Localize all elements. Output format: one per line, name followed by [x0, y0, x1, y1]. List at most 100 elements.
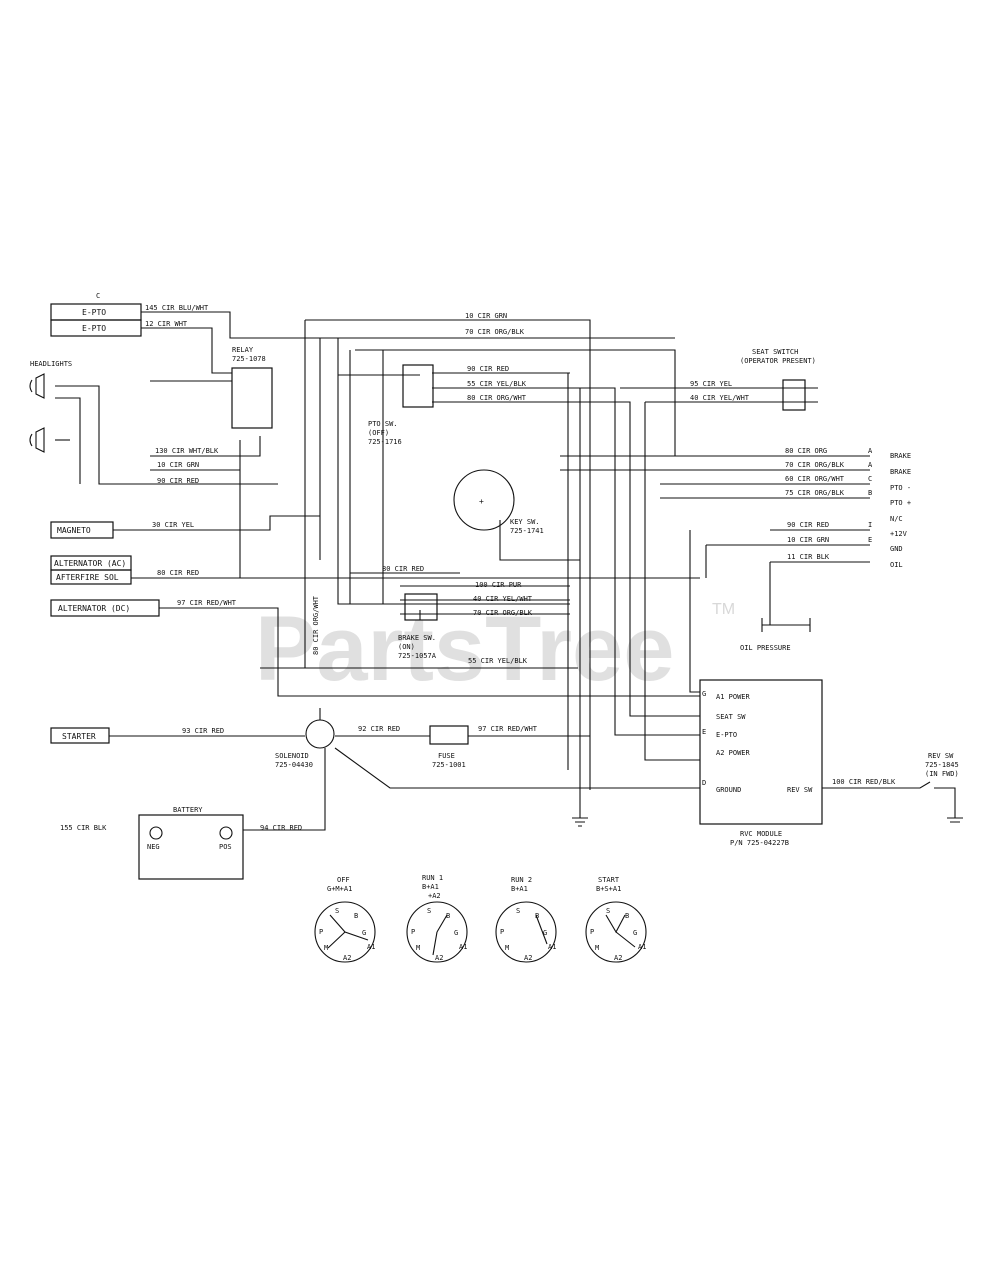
module-a2-power: A2 POWER: [716, 749, 751, 757]
key-pos-combo-run1: B+A1: [422, 883, 439, 891]
svg-text:A1: A1: [638, 943, 646, 951]
wire-label-80: 80 CIR ORG/WHT: [467, 394, 527, 402]
right-label-3: PTO +: [890, 499, 911, 507]
brake-switch-box: [404, 593, 438, 621]
right-wire-label-75: 75 CIR ORG/BLK: [785, 489, 845, 497]
module-pin-a-power: A1 POWER: [716, 693, 751, 701]
key-position-run2: RUN 2 B+A1 S B P G M A1 A2: [495, 876, 557, 963]
wire-label-10: 10 CIR GRN: [465, 312, 507, 320]
wire-label-97: 97 CIR RED/WHT: [177, 599, 237, 607]
pto-switch-box: [402, 364, 434, 408]
right-letter-1: A: [868, 461, 873, 469]
right-wire-label-70: 70 CIR ORG/BLK: [785, 461, 845, 469]
key-pos-combo2-run1: +A2: [428, 892, 441, 900]
svg-text:A2: A2: [614, 954, 622, 962]
wire-label-70b: 70 CIR ORG/BLK: [473, 609, 533, 617]
solenoid-pn: 725-04430: [275, 761, 313, 769]
svg-text:P: P: [319, 928, 323, 936]
key-pos-combo-run2: B+A1: [511, 885, 528, 893]
right-label-0: BRAKE: [890, 452, 911, 460]
svg-text:S: S: [606, 907, 610, 915]
wire-label-155: 155 CIR BLK: [60, 824, 107, 832]
wire-label-80b: 80 CIR RED: [157, 569, 199, 577]
wire-label-10b: 10 CIR GRN: [157, 461, 199, 469]
right-letter-0: A: [868, 447, 873, 455]
right-wire-label-80: 80 CIR ORG: [785, 447, 827, 455]
svg-text:B: B: [354, 912, 358, 920]
right-label-5: +12V: [890, 530, 908, 538]
key-sw-label: KEY SW.: [510, 518, 540, 526]
module-pin-g: G: [702, 690, 706, 698]
right-label-2: PTO -: [890, 484, 911, 492]
svg-text:S: S: [516, 907, 520, 915]
svg-text:M: M: [416, 944, 420, 952]
right-label-6: GND: [890, 545, 903, 553]
key-sw-pn: 725-1741: [510, 527, 544, 535]
module-seat-sw: SEAT SW: [716, 713, 746, 721]
rev-sw-pn: 725-1845: [925, 761, 959, 769]
svg-text:B: B: [625, 912, 629, 920]
wire-label-97b: 97 CIR RED/WHT: [478, 725, 538, 733]
wire-label-100: 100 CIR PUR: [475, 581, 522, 589]
right-wire-label-11: 11 CIR BLK: [787, 553, 830, 561]
epto-label-1: E-PTO: [82, 308, 106, 317]
relay-pn: 725-1078: [232, 355, 266, 363]
solenoid-symbol: [305, 719, 335, 749]
wire-label-40: 40 CIR YEL/WHT: [690, 394, 750, 402]
starter-label: STARTER: [62, 732, 96, 741]
svg-text:B: B: [446, 912, 450, 920]
pto-sw-label: PTO SW.: [368, 420, 398, 428]
wire-label-100b: 100 CIR RED/BLK: [832, 778, 896, 786]
fuse-pn: 725-1001: [432, 761, 466, 769]
key-pos-combo-start: B+S+A1: [596, 885, 621, 893]
key-position-start: START B+S+A1 S B P G M A1 A2: [585, 876, 647, 963]
wire-label-70a: 70 CIR ORG/BLK: [465, 328, 525, 336]
rvc-module-pn: P/N 725-04227B: [730, 839, 789, 847]
key-pos-title-off: OFF: [337, 876, 350, 884]
key-switch-symbol: [453, 469, 515, 531]
module-pin-e: E: [702, 728, 706, 736]
svg-text:M: M: [505, 944, 509, 952]
seat-switch-box: [782, 379, 806, 411]
svg-text:A2: A2: [343, 954, 351, 962]
module-e-pto: E-PTO: [716, 731, 737, 739]
right-label-4: N/C: [890, 515, 903, 523]
key-switch-center: +: [479, 497, 484, 506]
right-wire-label-60: 60 CIR ORG/WHT: [785, 475, 845, 483]
svg-text:A2: A2: [524, 954, 532, 962]
wire-label-40b: 40 CIR YEL/WHT: [473, 595, 533, 603]
right-letter-2: C: [868, 475, 872, 483]
svg-text:A1: A1: [548, 943, 556, 951]
seat-switch-sub: (OPERATOR PRESENT): [740, 357, 816, 365]
fuse-label: FUSE: [438, 752, 455, 760]
alt-ac-label: ALTERNATOR (AC): [54, 559, 126, 568]
svg-text:G: G: [454, 929, 458, 937]
wire-label-90b: 90 CIR RED: [157, 477, 199, 485]
wire-label-80c: 80 CIR RED: [382, 565, 424, 573]
wire-label-90: 90 CIR RED: [467, 365, 509, 373]
solenoid-label: SOLENOID: [275, 752, 309, 760]
oil-pressure-label: OIL PRESSURE: [740, 644, 791, 652]
svg-text:A1: A1: [459, 943, 467, 951]
battery-neg-terminal: [149, 826, 163, 840]
rev-sw-state: (IN FWD): [925, 770, 959, 778]
headlight-icon-1: [29, 373, 45, 399]
epto-top-letter: C: [96, 292, 100, 300]
brake-sw-pn: 725-1057A: [398, 652, 437, 660]
battery-box: [138, 814, 244, 880]
wire-label-55: 55 CIR YEL/BLK: [467, 380, 527, 388]
right-letter-3: B: [868, 489, 872, 497]
key-position-run1: RUN 1 B+A1 +A2 S B P G M A1 A2: [406, 874, 468, 963]
battery-neg-label: NEG: [147, 843, 160, 851]
right-wire-label-90: 90 CIR RED: [787, 521, 829, 529]
svg-text:M: M: [595, 944, 599, 952]
seat-switch-label: SEAT SWITCH: [752, 348, 798, 356]
key-pos-title-run2: RUN 2: [511, 876, 532, 884]
module-rev-sw: REV SW: [787, 786, 813, 794]
afterfire-box: [50, 569, 132, 585]
svg-text:S: S: [427, 907, 431, 915]
svg-text:S: S: [335, 907, 339, 915]
svg-text:A1: A1: [367, 943, 375, 951]
svg-text:P: P: [590, 928, 594, 936]
module-pin-d: D: [702, 779, 706, 787]
